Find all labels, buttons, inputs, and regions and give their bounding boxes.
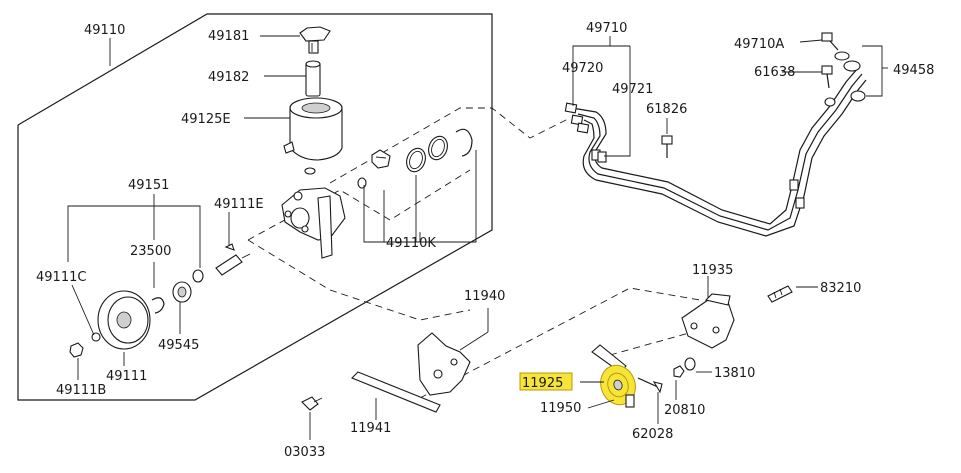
bracket-stay-part[interactable] (351, 371, 441, 413)
pulley-part[interactable] (97, 290, 151, 350)
label-23500[interactable]: 23500 (130, 244, 171, 259)
label-20810[interactable]: 20810 (664, 403, 705, 418)
highlight-box (519, 372, 573, 391)
idler-bracket-part[interactable] (681, 293, 735, 349)
label-49111[interactable]: 49111 (106, 369, 147, 384)
label-11940[interactable]: 11940 (464, 289, 505, 304)
label-49710[interactable]: 49710 (586, 21, 627, 36)
label-61826[interactable]: 61826 (646, 102, 687, 117)
idler-bolt-part[interactable] (637, 377, 663, 394)
label-62028[interactable]: 62028 (632, 427, 673, 442)
nut-part[interactable] (69, 342, 84, 358)
label-13810[interactable]: 13810 (714, 366, 755, 381)
eye-bolt-part[interactable] (821, 32, 866, 102)
label-49181[interactable]: 49181 (208, 29, 249, 44)
label-11950[interactable]: 11950 (540, 401, 581, 416)
label-49110K[interactable]: 49110K (386, 236, 436, 251)
label-49111C[interactable]: 49111C (36, 270, 86, 285)
label-49111E[interactable]: 49111E (214, 197, 264, 212)
label-49125E[interactable]: 49125E (181, 112, 231, 127)
label-49458[interactable]: 49458 (893, 63, 934, 78)
reservoir-cap-part[interactable] (299, 26, 331, 54)
strainer-part[interactable] (305, 60, 321, 97)
label-11935[interactable]: 11935 (692, 263, 733, 278)
reservoir-part[interactable] (283, 97, 343, 161)
pump-bracket-part[interactable] (417, 332, 471, 396)
union-bolt-part[interactable] (371, 149, 391, 169)
label-11941[interactable]: 11941 (350, 421, 391, 436)
label-03033[interactable]: 03033 (284, 445, 325, 460)
label-49182[interactable]: 49182 (208, 70, 249, 85)
part-labels: 49110 49181 49182 49125E 49151 49111E 23… (36, 21, 934, 460)
label-49721[interactable]: 49721 (612, 82, 653, 97)
seal-rings-part[interactable] (357, 128, 473, 189)
hose-clamp-bolt-part[interactable] (661, 135, 673, 158)
label-61638[interactable]: 61638 (754, 65, 795, 80)
bolt-part[interactable] (301, 396, 323, 411)
connector-part[interactable] (215, 243, 251, 276)
adjust-bolt-part[interactable] (767, 285, 793, 303)
label-49111B[interactable]: 49111B (56, 383, 106, 398)
label-11925[interactable]: 11925 (522, 376, 563, 391)
pump-assembly-frame (17, 13, 493, 401)
bearing-part[interactable] (172, 281, 192, 303)
label-49545[interactable]: 49545 (158, 338, 199, 353)
key-washer-part[interactable] (151, 297, 165, 314)
pump-body-part[interactable] (281, 167, 346, 259)
lock-nut-part[interactable] (673, 357, 696, 378)
label-49151[interactable]: 49151 (128, 178, 169, 193)
label-83210[interactable]: 83210 (820, 281, 861, 296)
label-49110[interactable]: 49110 (84, 23, 125, 38)
label-49720[interactable]: 49720 (562, 61, 603, 76)
label-49710A[interactable]: 49710A (734, 37, 784, 52)
idler-pulley-part[interactable] (591, 344, 641, 410)
pressure-hose-part[interactable] (564, 67, 867, 237)
callout-leaders (67, 35, 888, 440)
